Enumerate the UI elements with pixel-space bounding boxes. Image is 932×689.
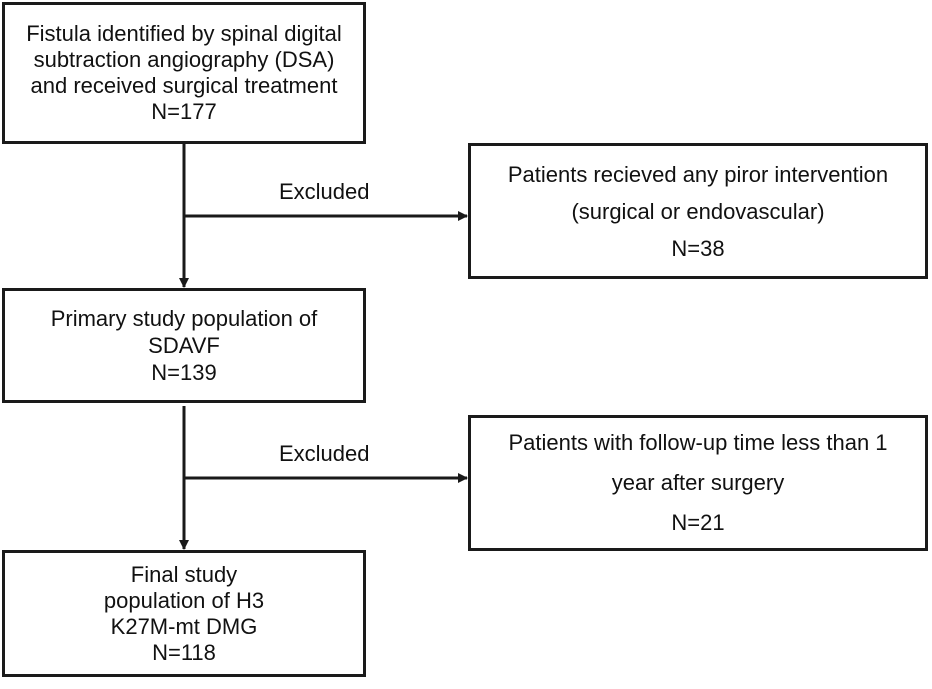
box-final-line-2: population of H3 — [103, 587, 265, 613]
exclusion-prior-line-2: (surgical or endovascular) — [571, 198, 825, 224]
box-primary-population: Primary study population of SDAVF N=139 — [2, 288, 366, 403]
box-primary-line-2: SDAVF — [148, 333, 220, 358]
excluded-label-followup: Excluded — [279, 441, 370, 466]
box-final-count: N=118 — [152, 639, 216, 665]
box-exclusion-followup: Patients with follow-up time less than 1… — [468, 415, 928, 551]
exclusion-followup-line-1: Patients with follow-up time less than 1 — [508, 430, 888, 455]
box-final-line-3: K27M-mt DMG — [110, 613, 258, 639]
box-identified-line-3: and received surgical treatment — [30, 73, 338, 98]
box-identified-population: Fistula identified by spinal digital sub… — [2, 2, 366, 144]
box-identified-line-1: Fistula identified by spinal digital — [26, 21, 342, 46]
box-final-line-1: Final study — [130, 561, 238, 587]
box-identified-line-2: subtraction angiography (DSA) — [33, 47, 335, 72]
exclusion-followup-line-2: year after surgery — [611, 470, 785, 495]
exclusion-followup-count: N=21 — [671, 510, 725, 535]
box-primary-line-1: Primary study population of — [50, 306, 318, 331]
excluded-label-prior-intervention: Excluded — [279, 179, 370, 204]
exclusion-prior-line-1: Patients recieved any piror intervention — [507, 161, 889, 187]
box-final-population: Final study population of H3 K27M-mt DMG… — [2, 550, 366, 677]
exclusion-prior-count: N=38 — [671, 235, 725, 261]
box-exclusion-prior-intervention: Patients recieved any piror intervention… — [468, 143, 928, 279]
box-identified-count: N=177 — [151, 99, 217, 124]
box-primary-count: N=139 — [151, 360, 217, 385]
